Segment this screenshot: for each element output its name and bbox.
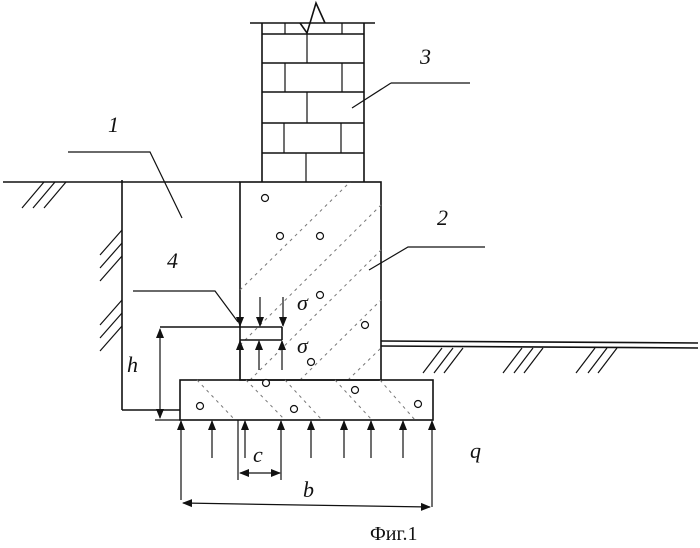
soil-reaction-arrows [177, 420, 436, 507]
label-brick-wall: 3 [419, 44, 431, 69]
leader-lines [68, 82, 485, 323]
dimension-c [237, 420, 281, 480]
trench-wall [99, 180, 180, 411]
figure-caption: Фиг.1 [370, 523, 417, 545]
symbol-b: b [303, 477, 314, 502]
symbol-sigma-top: σ [297, 290, 309, 315]
stress-arrows-bottom [236, 340, 286, 380]
symbol-h: h [127, 352, 138, 377]
dimension-b [182, 499, 431, 511]
label-gap: 4 [167, 248, 178, 273]
brick-wall [250, 0, 375, 182]
ground-surface-right [380, 340, 699, 374]
stress-arrows-top [236, 297, 287, 327]
label-foundation-wall: 2 [437, 205, 448, 230]
dimension-h [155, 328, 180, 421]
footing-slab [179, 378, 434, 421]
label-soil: 1 [108, 112, 119, 137]
symbol-sigma-bottom: σ [297, 333, 309, 358]
gap-element [160, 326, 283, 341]
foundation-wall [239, 181, 382, 381]
symbol-c: c [253, 442, 263, 467]
symbol-q: q [470, 438, 481, 463]
